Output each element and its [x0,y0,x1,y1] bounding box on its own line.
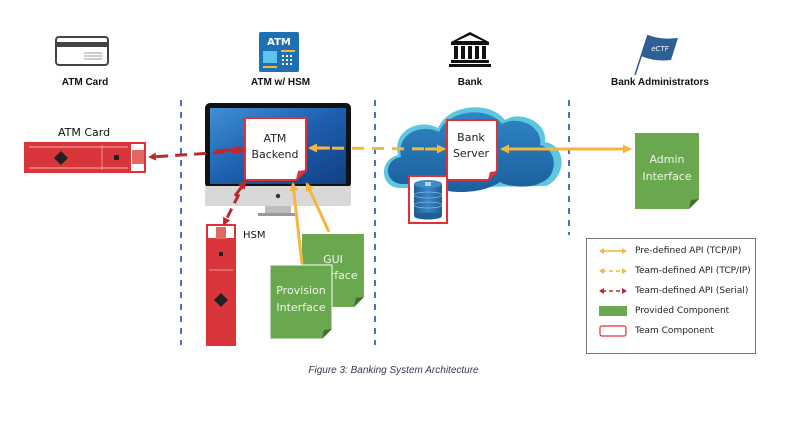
connection-backend-to-hsm [222,179,248,226]
provision-interface-component: Provision Interface [269,264,333,340]
predefined-arrow-gui [305,182,331,233]
predefined-arrow-provision [289,182,304,265]
atm-backend-line2: Backend [251,148,298,161]
credit-card-icon [55,36,109,66]
column-dividers [180,100,570,345]
legend-label: Team Component [635,326,714,336]
bank-server-line1: Bank [457,131,485,144]
dashed-red-arrow-icon [599,288,627,294]
atm-backend-component: ATM Backend [244,117,307,181]
legend: Pre-defined API (TCP/IP) Team-defined AP… [586,238,756,354]
legend-item-team-serial: Team-defined API (Serial) [587,283,748,299]
ectf-flag-icon: eCTF [634,34,678,76]
solid-yellow-arrow-icon [599,248,627,254]
legend-label: Team-defined API (TCP/IP) [635,266,751,276]
legend-label: Pre-defined API (TCP/IP) [635,246,742,256]
figure-caption: Figure 3: Banking System Architecture [308,365,479,376]
atm-card-board [24,142,146,173]
database-icon [408,175,448,224]
connection-gui-to-backend [289,182,331,265]
legend-item-provided: Provided Component [587,303,729,319]
serial-arrow-to-card [148,149,245,161]
serial-arrow-to-backend-2 [233,180,247,197]
red-outline-swatch-icon [599,325,627,337]
legend-item-predefined-tcp: Pre-defined API (TCP/IP) [587,243,741,259]
atm-card-board-label: ATM Card [58,126,111,139]
provision-interface-line2: Interface [276,301,325,314]
team-tcp-line [311,146,446,151]
legend-label: Provided Component [635,306,730,316]
atm-backend-line1: ATM [264,132,287,145]
admin-interface-line1: Admin [649,153,684,166]
atm-machine-icon: ATM [259,32,299,72]
hsm-board-label: HSM [243,230,266,241]
bank-server-component: Bank Server [446,119,498,181]
column-title-atm-card: ATM Card [61,77,109,88]
column-title-bank: Bank [457,77,483,88]
provision-interface-line1: Provision [276,284,326,297]
green-swatch-icon [599,306,627,316]
dashed-yellow-arrow-icon [599,268,627,274]
connection-backend-to-card [148,145,245,161]
column-title-bank-administrators: Bank Administrators [611,77,709,88]
legend-label: Team-defined API (Serial) [635,286,749,296]
bank-building-icon [449,32,491,67]
admin-interface-component: Admin Interface [635,133,699,209]
legend-item-team-tcp: Team-defined API (TCP/IP) [587,263,751,279]
legend-item-team: Team Component [587,323,714,339]
connection-backend-to-bank [308,143,446,154]
serial-arrow-to-backend [214,145,244,154]
column-title-atm-hsm: ATM w/ HSM [250,77,311,88]
flag-text: eCTF [651,45,669,53]
admin-interface-line2: Interface [642,170,691,183]
gui-interface-line1: GUI [323,253,343,266]
hsm-board [206,224,236,346]
bank-server-line2: Server [453,147,490,160]
atm-icon-text: ATM [267,37,291,48]
